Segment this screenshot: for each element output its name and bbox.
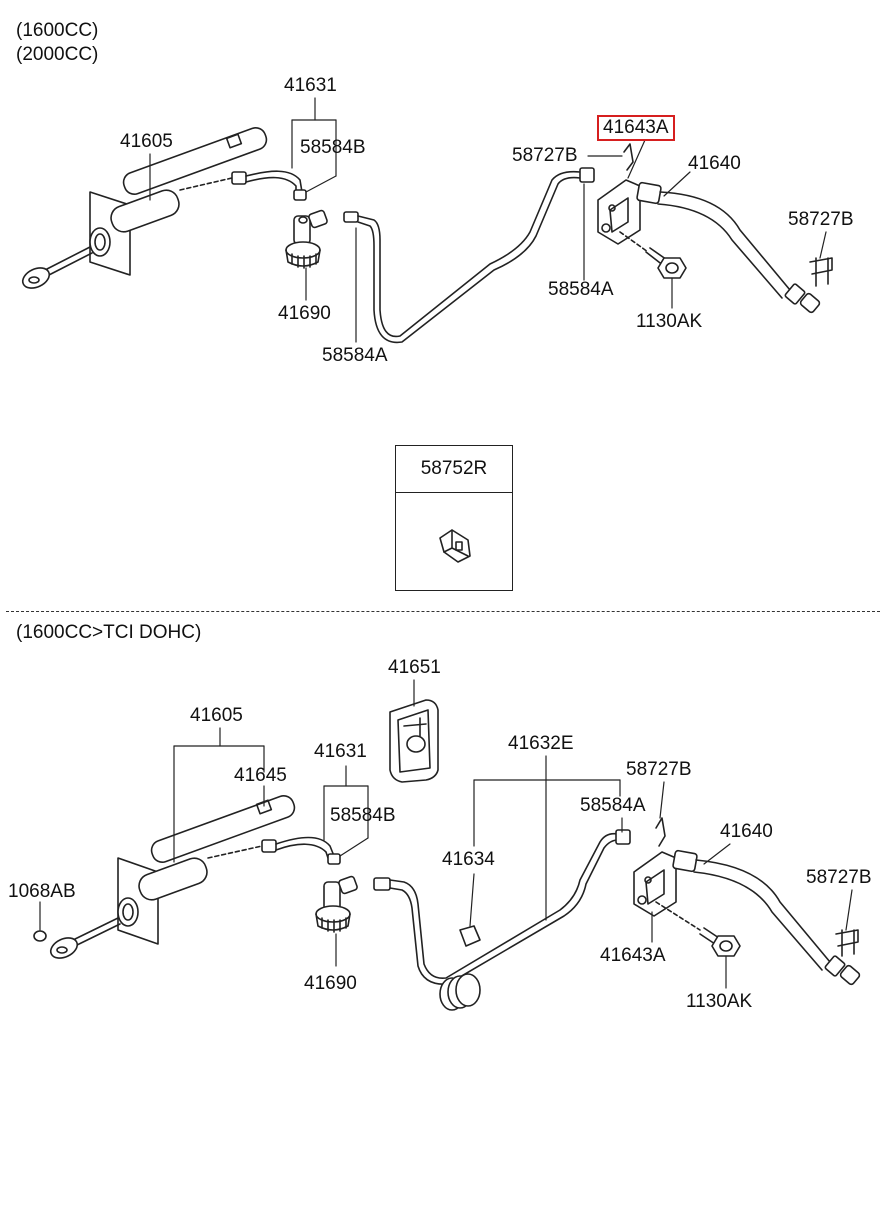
leaders-top bbox=[149, 97, 827, 343]
label-58584a-top-mid[interactable]: 58584A bbox=[548, 279, 614, 300]
label-58584b-bottom[interactable]: 58584B bbox=[330, 805, 396, 826]
label-58584a-top-lower[interactable]: 58584A bbox=[322, 345, 388, 366]
reservoir-bottom bbox=[315, 875, 358, 933]
label-41643a-bottom[interactable]: 41643A bbox=[600, 945, 666, 966]
bolt-bottom bbox=[655, 901, 741, 957]
section-header-1600cc: (1600CC) bbox=[16, 20, 99, 41]
label-58727b-bottom-mid[interactable]: 58727B bbox=[626, 759, 692, 780]
label-1068ab[interactable]: 1068AB bbox=[8, 881, 76, 902]
flex-hose-bottom bbox=[672, 849, 861, 986]
flex-hose-top bbox=[636, 181, 821, 314]
label-1130ak-bottom[interactable]: 1130AK bbox=[686, 991, 753, 1012]
label-58584a-bottom[interactable]: 58584A bbox=[580, 795, 646, 816]
label-41634[interactable]: 41634 bbox=[442, 849, 495, 870]
label-41640-top[interactable]: 41640 bbox=[688, 153, 741, 174]
label-41631-top[interactable]: 41631 bbox=[284, 75, 337, 96]
label-58752r[interactable]: 58752R bbox=[396, 446, 512, 493]
clutch-hose-top bbox=[231, 170, 307, 201]
bracket-top bbox=[597, 143, 641, 245]
clip-58727b-bottom-right bbox=[835, 929, 859, 957]
label-41640-bottom[interactable]: 41640 bbox=[720, 821, 773, 842]
master-cylinder-top bbox=[21, 127, 268, 289]
label-58727b-top-mid[interactable]: 58727B bbox=[512, 145, 578, 166]
section-header-tci-dohc: (1600CC>TCI DOHC) bbox=[16, 622, 202, 643]
label-41605-top[interactable]: 41605 bbox=[120, 131, 173, 152]
coiled-pipe-bottom bbox=[373, 829, 631, 1011]
section-header-2000cc: (2000CC) bbox=[16, 44, 99, 65]
master-cylinder-bottom bbox=[33, 795, 296, 959]
label-1130ak-top[interactable]: 1130AK bbox=[636, 311, 703, 332]
bracket-bottom bbox=[633, 817, 677, 917]
label-41643a-top-highlighted[interactable]: 41643A bbox=[597, 115, 675, 141]
bolt-top bbox=[619, 231, 687, 279]
label-41651[interactable]: 41651 bbox=[388, 657, 441, 678]
label-41690-bottom[interactable]: 41690 bbox=[304, 973, 357, 994]
section-divider bbox=[6, 611, 880, 612]
label-58584b-top[interactable]: 58584B bbox=[300, 137, 366, 158]
clip-58752r bbox=[439, 529, 471, 563]
cover-41651 bbox=[389, 699, 439, 783]
clutch-pipe-top bbox=[343, 167, 595, 344]
label-41645[interactable]: 41645 bbox=[234, 765, 287, 786]
label-58727b-bottom-right[interactable]: 58727B bbox=[806, 867, 872, 888]
label-58727b-top-right[interactable]: 58727B bbox=[788, 209, 854, 230]
leaders-bottom bbox=[39, 679, 853, 989]
clutch-hose-bottom bbox=[261, 836, 341, 865]
label-41632e[interactable]: 41632E bbox=[508, 733, 574, 754]
label-41631-bottom[interactable]: 41631 bbox=[314, 741, 367, 762]
label-41690-top[interactable]: 41690 bbox=[278, 303, 331, 324]
reservoir-top bbox=[285, 209, 328, 269]
label-41605-bottom[interactable]: 41605 bbox=[190, 705, 243, 726]
clip-58727b-top-right bbox=[809, 257, 833, 287]
inset-58752r: 58752R bbox=[395, 445, 513, 591]
